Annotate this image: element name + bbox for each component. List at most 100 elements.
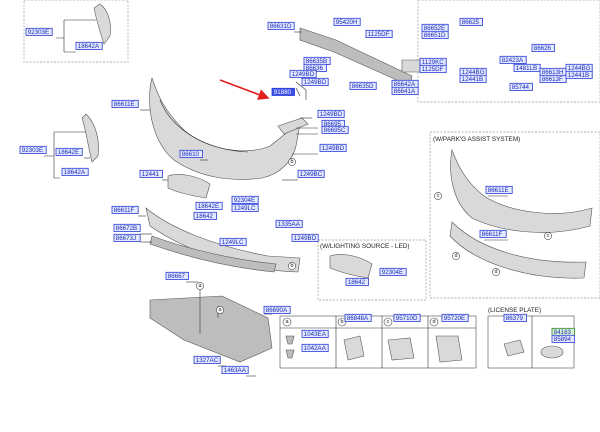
part-number-1249bd[interactable]: 1249BD: [317, 109, 345, 118]
part-number-86673j[interactable]: 86673J: [113, 233, 141, 242]
part-number-95720e[interactable]: 95720E: [441, 313, 469, 322]
under-cover: [149, 295, 273, 363]
part-number-86610[interactable]: 86610: [179, 149, 203, 158]
part-number-1129kc[interactable]: 1129KC: [419, 57, 447, 66]
legend-letter-b: b: [337, 317, 347, 327]
part-number-18642[interactable]: 18642: [345, 277, 369, 286]
part-number-95420h[interactable]: 95420H: [333, 17, 361, 26]
part-number-text: 1327AC: [196, 357, 219, 364]
part-number-text: 1481LB: [516, 65, 537, 72]
leader-lines: [44, 19, 508, 377]
part-number-1327ac[interactable]: 1327AC: [193, 355, 221, 364]
part-number-18642[interactable]: 18642: [193, 211, 217, 220]
part-number-91880[interactable]: 91880: [271, 87, 295, 96]
part-number-text: 86635B: [306, 58, 327, 65]
part-number-86625[interactable]: 86625: [459, 17, 483, 26]
part-number-text: 86610: [182, 151, 200, 158]
part-number-86642a[interactable]: 86642A: [391, 79, 419, 88]
part-number-12441[interactable]: 12441: [139, 169, 163, 178]
part-number-85894[interactable]: 85894: [551, 334, 575, 343]
rivet-fastener-icon: [285, 349, 295, 359]
part-number-text: 84183: [554, 329, 572, 336]
part-number-95710d[interactable]: 95710D: [393, 313, 421, 322]
part-number-18642a[interactable]: 18642A: [61, 167, 89, 176]
part-number-text: 92304E: [382, 269, 403, 276]
part-number-text: 95420H: [336, 19, 358, 26]
part-number-1335aa[interactable]: 1335AA: [275, 219, 303, 228]
part-number-12441b[interactable]: 12441B: [459, 74, 487, 83]
part-number-labels: 92303E 18642A 86631D 95420H 1125DF 86652E8665…: [19, 17, 593, 374]
part-number-1481lb[interactable]: 1481LB: [513, 63, 541, 72]
part-number-text: 12441B: [462, 76, 483, 83]
part-number-86635b[interactable]: 86635B: [303, 56, 331, 65]
svg-text:d: d: [432, 319, 435, 325]
part-number-1043ea[interactable]: 1043EA: [301, 329, 329, 338]
part-number-text: 1249BC: [300, 171, 323, 178]
callout-b-2: b: [288, 262, 296, 270]
part-number-86635d[interactable]: 86635D: [349, 81, 377, 90]
part-number-text: 86690A: [266, 307, 288, 314]
part-number-text: 86636: [306, 65, 324, 72]
part-number-86652e[interactable]: 86652E: [421, 23, 449, 32]
park-sensor-rear-icon: [435, 335, 463, 363]
callout-b: b: [288, 158, 296, 166]
part-number-1244bg[interactable]: 1244BG: [459, 67, 487, 76]
part-number-86611e[interactable]: 86611E: [111, 99, 139, 108]
part-number-1463aa[interactable]: 1463AA: [221, 365, 249, 374]
part-number-1042aa[interactable]: 1042AA: [301, 343, 329, 352]
part-number-12441b[interactable]: 12441B: [565, 70, 593, 79]
part-number-text: 1249BD: [322, 145, 345, 152]
part-number-82423a[interactable]: 82423A: [499, 55, 527, 64]
part-number-1125df[interactable]: 1125DF: [365, 29, 393, 38]
part-number-92304e[interactable]: 92304E: [379, 267, 407, 276]
svg-text:c: c: [387, 319, 390, 325]
svg-text:c: c: [547, 233, 550, 239]
part-number-1249lc[interactable]: 1249LC: [231, 203, 259, 212]
part-number-1249bd[interactable]: 1249BD: [301, 77, 329, 86]
part-number-85744[interactable]: 85744: [509, 82, 533, 91]
part-number-1249bc[interactable]: 1249BC: [297, 169, 325, 178]
part-number-86611f[interactable]: 86611F: [111, 205, 139, 214]
part-number-1125df[interactable]: 1125DF: [419, 64, 447, 73]
part-number-86379[interactable]: 86379: [503, 313, 527, 322]
part-number-text: 12441: [142, 171, 160, 178]
highlight-arrow: [219, 79, 270, 100]
beam-bracket: [401, 59, 421, 73]
part-number-86690a[interactable]: 86690A: [263, 305, 291, 314]
part-number-86613h[interactable]: 86613H: [539, 67, 567, 76]
part-number-1249lc[interactable]: 1249LC: [219, 237, 247, 246]
part-number-84183[interactable]: 84183: [551, 327, 575, 336]
part-number-92303e[interactable]: 92303E: [19, 145, 47, 154]
part-number-86667[interactable]: 86667: [165, 271, 189, 280]
part-number-1249bd[interactable]: 1249BD: [289, 69, 317, 78]
part-number-18642a[interactable]: 18642A: [75, 41, 103, 50]
svg-text:d: d: [454, 253, 457, 259]
part-number-86695c[interactable]: 86695C: [321, 125, 349, 134]
part-number-1249bd[interactable]: 1249BD: [319, 143, 347, 152]
svg-text:d: d: [494, 269, 497, 275]
part-number-86613f[interactable]: 86613F: [539, 74, 567, 83]
part-number-text: 1249BD: [294, 235, 317, 242]
part-number-text: 1249BD: [304, 79, 327, 86]
part-number-86651d[interactable]: 86651D: [421, 30, 449, 39]
part-number-86611f[interactable]: 86611F: [479, 229, 507, 238]
part-number-86848a[interactable]: 86848A: [344, 313, 372, 322]
part-number-1249bd[interactable]: 1249BD: [291, 233, 319, 242]
svg-text:a: a: [218, 307, 222, 313]
part-number-86626[interactable]: 86626: [531, 43, 555, 52]
part-number-18642e[interactable]: 18642E: [195, 201, 223, 210]
callout-d-1: d: [452, 252, 460, 260]
part-number-text: 12441B: [568, 72, 589, 79]
part-number-86672b[interactable]: 86672B: [113, 223, 141, 232]
legend-letter-a: a: [282, 317, 292, 327]
part-number-86631d[interactable]: 86631D: [267, 21, 295, 30]
part-number-86641a[interactable]: 86641A: [391, 86, 419, 95]
clip-fastener-icon: [285, 335, 295, 345]
part-number-86611e[interactable]: 86611E: [485, 185, 513, 194]
part-number-18642e[interactable]: 18642E: [55, 147, 83, 156]
part-number-92303e[interactable]: 92303E: [25, 27, 53, 36]
part-number-92304e[interactable]: 92304E: [231, 195, 259, 204]
part-number-1244bg[interactable]: 1244BG: [565, 63, 593, 72]
part-number-text: 86673J: [116, 235, 136, 242]
